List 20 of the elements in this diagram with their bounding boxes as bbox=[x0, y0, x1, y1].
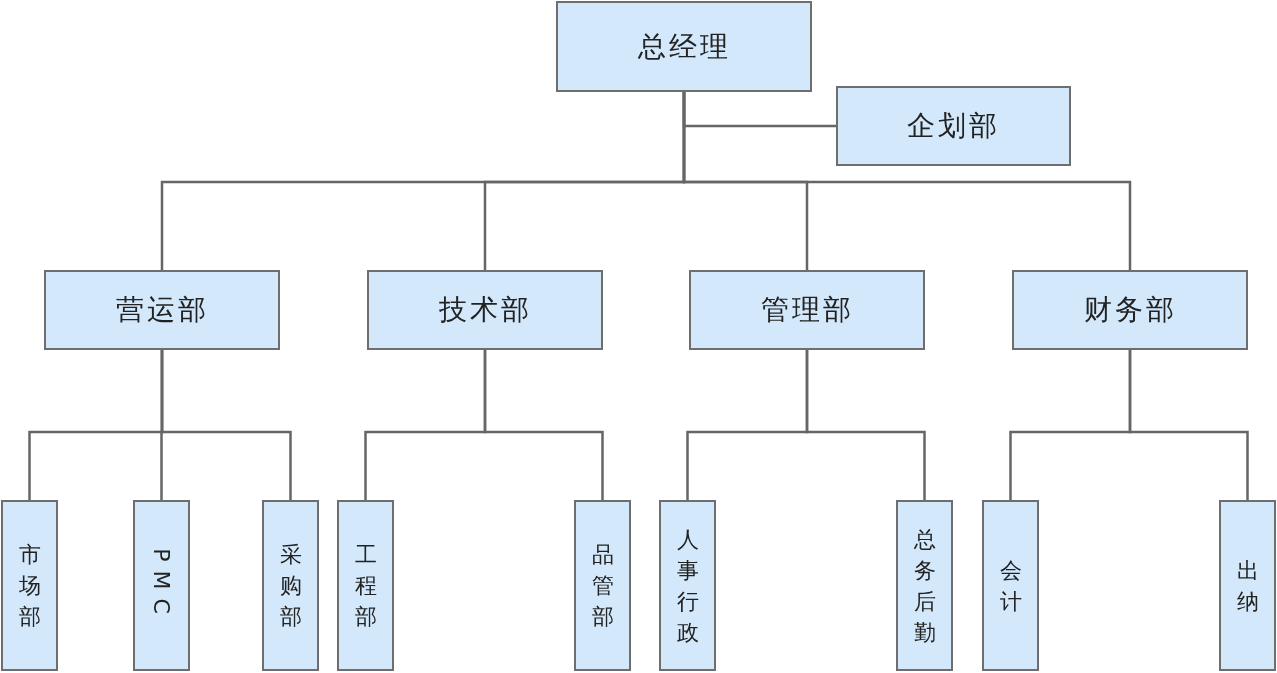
department-box: 品管部 bbox=[574, 500, 631, 671]
department-box: 采购部 bbox=[262, 500, 319, 671]
department-box: 企划部 bbox=[836, 86, 1071, 166]
department-box: PMC bbox=[133, 500, 190, 671]
connector-line bbox=[483, 350, 604, 500]
department-box: 财务部 bbox=[1012, 270, 1248, 350]
department-box: 营运部 bbox=[44, 270, 280, 350]
department-box: 总经理 bbox=[556, 1, 812, 92]
connector-line bbox=[160, 350, 292, 500]
department-box: 管理部 bbox=[689, 270, 925, 350]
connector-line bbox=[1128, 350, 1249, 500]
department-box: 总务后勤 bbox=[896, 500, 953, 671]
department-box: 工程部 bbox=[337, 500, 394, 671]
department-box: 会计 bbox=[982, 500, 1039, 671]
connector-line bbox=[682, 92, 1132, 270]
connector-line bbox=[805, 350, 926, 500]
department-box: 技术部 bbox=[367, 270, 603, 350]
department-box: 人事行政 bbox=[659, 500, 716, 671]
department-box: 出纳 bbox=[1219, 500, 1276, 671]
department-box: 市场部 bbox=[1, 500, 58, 671]
